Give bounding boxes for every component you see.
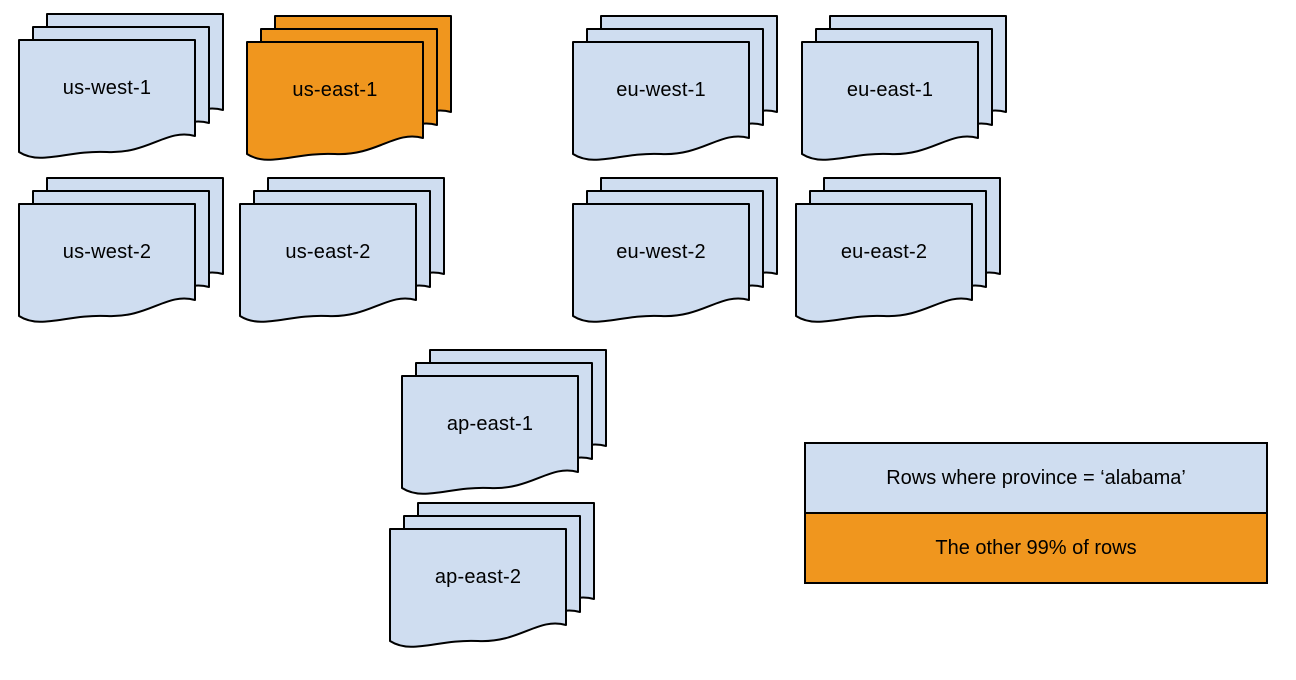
region-stack-eu-east-1: eu-east-1 [801,15,1008,168]
document-stack-icon [795,177,1001,323]
legend: Rows where province = ‘alabama’ The othe… [804,442,1268,584]
document-stack-icon [572,177,778,323]
region-stack-us-west-1: us-west-1 [18,13,225,166]
document-stack-icon [246,15,452,161]
region-stack-us-east-1: us-east-1 [246,15,453,168]
region-stack-us-east-2: us-east-2 [239,177,446,330]
document-stack-icon [18,177,224,323]
document-stack-icon [389,502,595,648]
legend-item-province-alabama: Rows where province = ‘alabama’ [806,444,1266,514]
legend-item-other-rows: The other 99% of rows [806,514,1266,582]
region-stack-eu-west-1: eu-west-1 [572,15,779,168]
document-stack-icon [801,15,1007,161]
legend-item-label: Rows where province = ‘alabama’ [886,466,1186,489]
region-stack-ap-east-2: ap-east-2 [389,502,596,655]
legend-item-label: The other 99% of rows [935,536,1137,559]
document-stack-icon [239,177,445,323]
document-stack-icon [18,13,224,159]
document-stack-icon [572,15,778,161]
region-stack-ap-east-1: ap-east-1 [401,349,608,502]
region-stack-us-west-2: us-west-2 [18,177,225,330]
region-stack-eu-west-2: eu-west-2 [572,177,779,330]
region-stack-eu-east-2: eu-east-2 [795,177,1002,330]
document-stack-icon [401,349,607,495]
